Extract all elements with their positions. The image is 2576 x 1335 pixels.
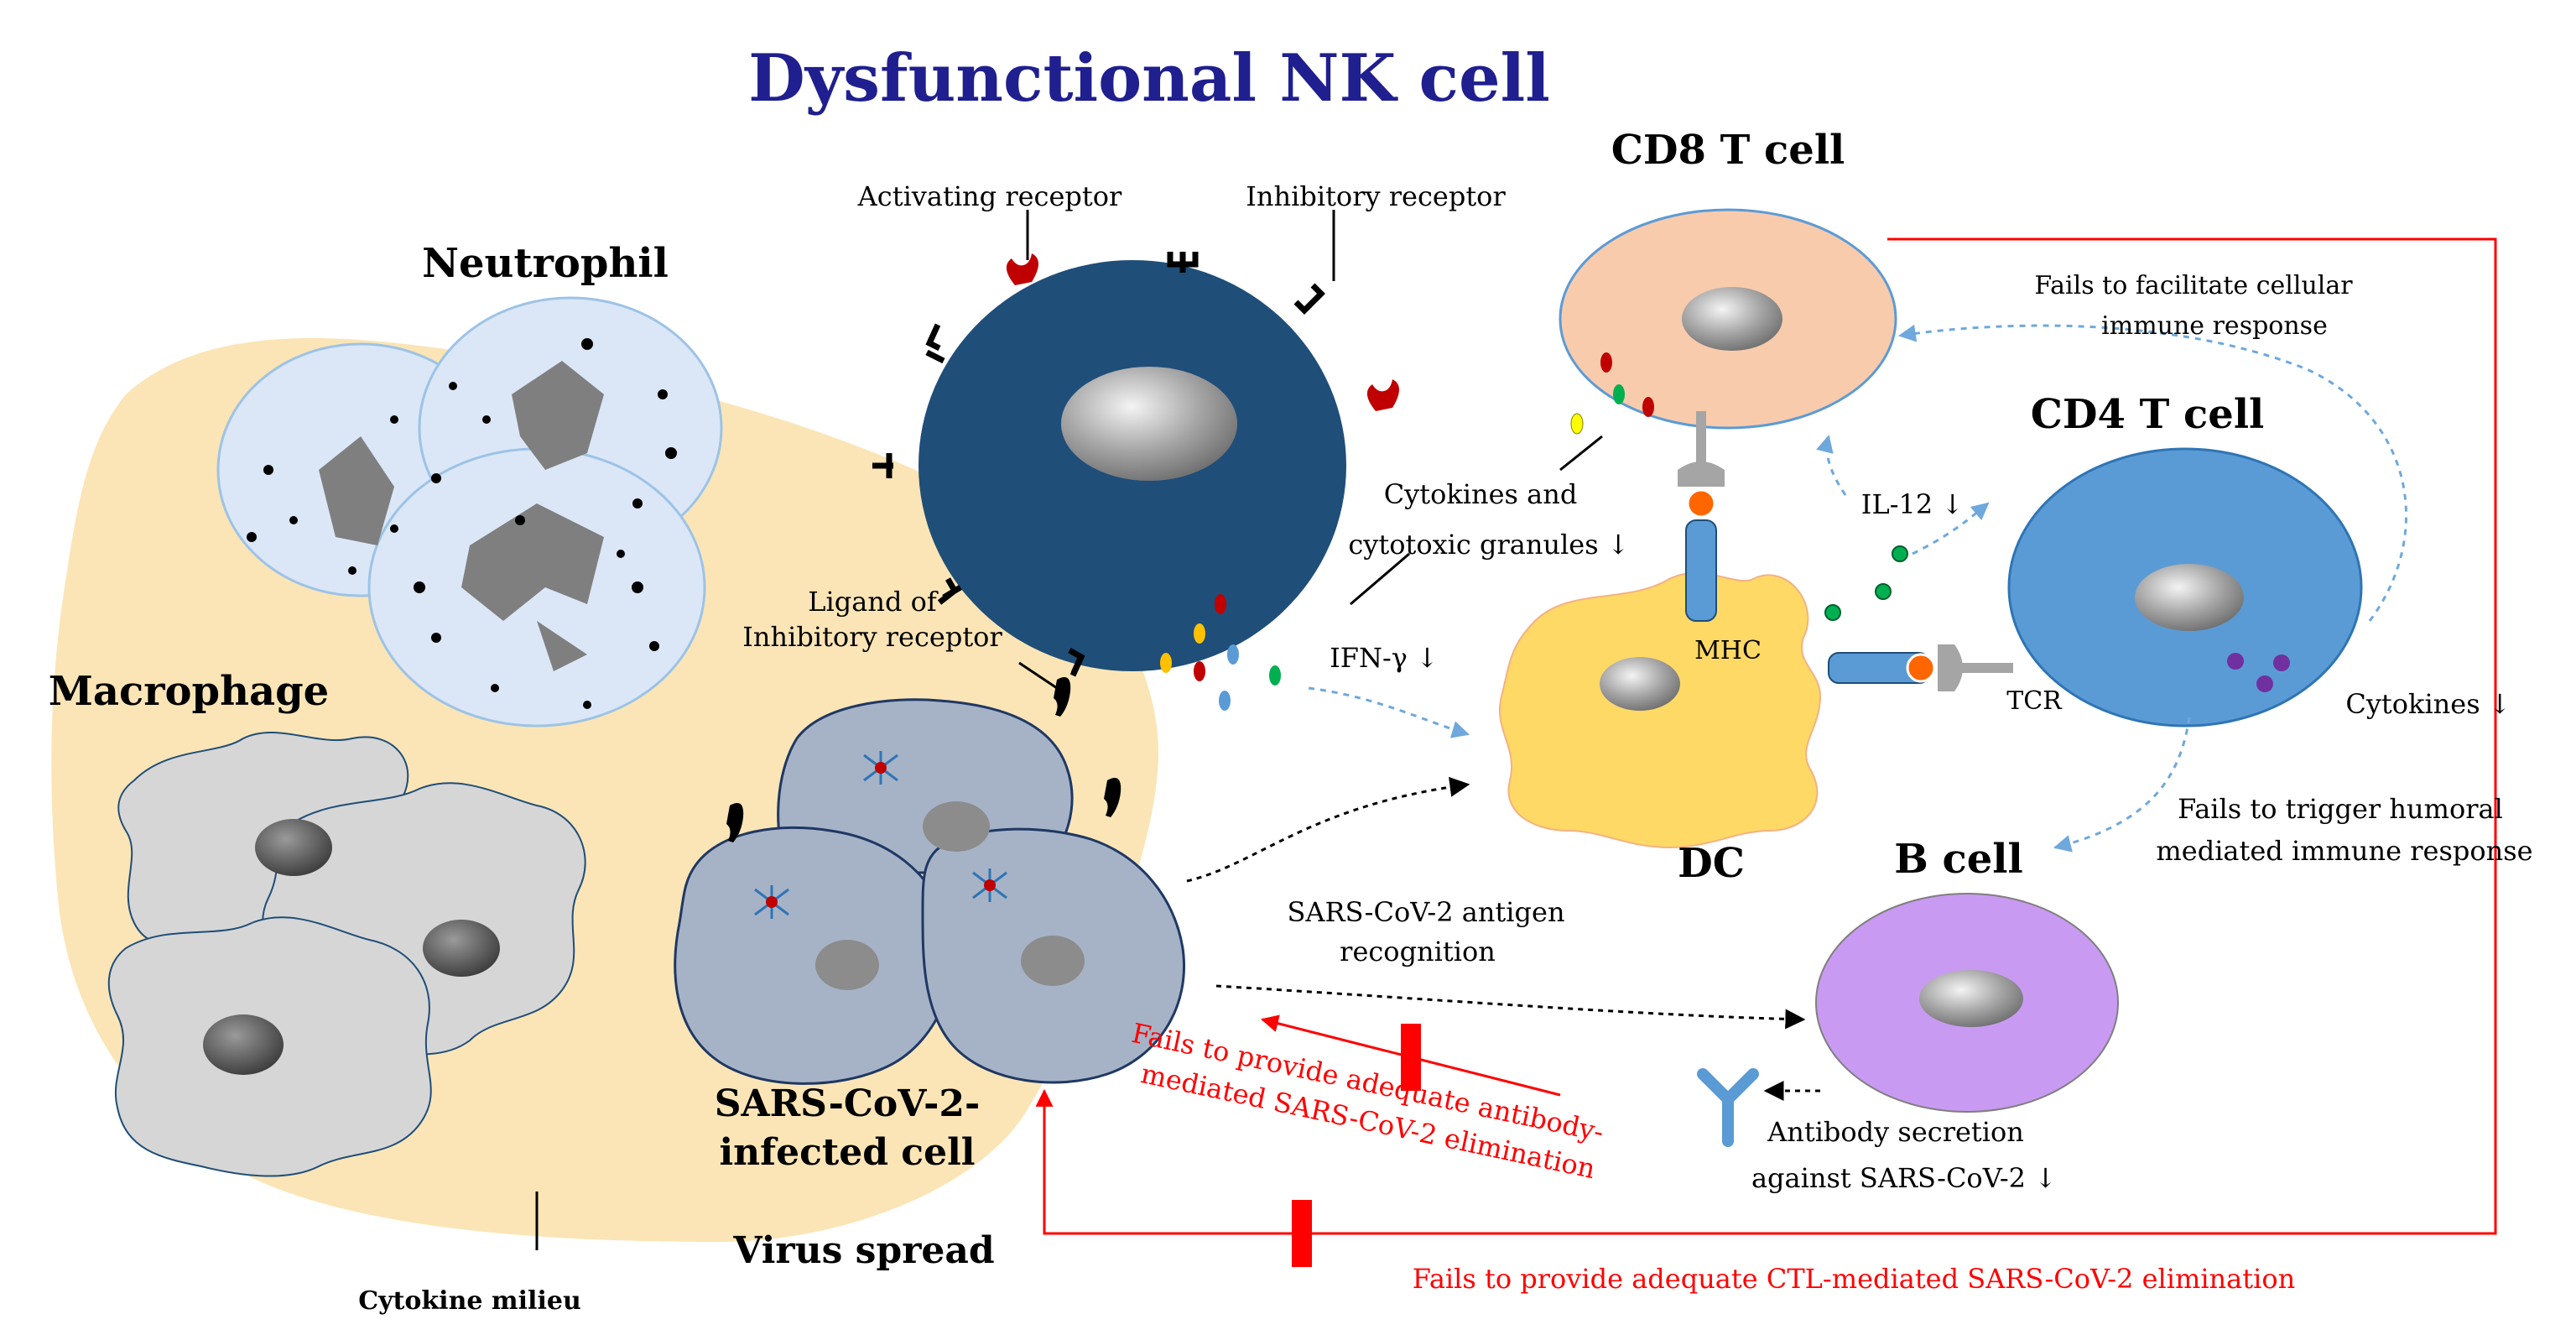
cytokines-granules-label-2: cytotoxic granules ↓: [1348, 529, 1629, 561]
bcell-label: B cell: [1894, 836, 2023, 883]
cd8-t-cell: [1559, 208, 1897, 435]
dendritic-cell: [1499, 411, 2013, 849]
infected-cell-label-2: infected cell: [719, 1131, 975, 1174]
antibody-secretion-label-2: against SARS-CoV-2 ↓: [1751, 1162, 2057, 1194]
infected-to-dc-arrow: [1186, 776, 1470, 883]
infected-cell-group: [674, 677, 1185, 1085]
infected-cell-label-1: SARS-CoV-2-: [715, 1082, 981, 1125]
ifn-gamma-arrow: [1308, 686, 1470, 738]
macrophage-group: [107, 732, 586, 1177]
il12-label: IL-12 ↓: [1861, 488, 1964, 520]
antigen-recognition-label-2: recognition: [1340, 936, 1496, 967]
cellular-response-label-2: immune response: [2101, 311, 2328, 341]
ifn-gamma-label: IFN-γ ↓: [1330, 642, 1439, 674]
antibody-secretion-label-1: Antibody secretion: [1767, 1116, 2024, 1148]
tcr-label: TCR: [2006, 686, 2063, 716]
ctl-feedback-line: [1035, 237, 2497, 1235]
cd4-t-cell: [2007, 447, 2363, 727]
ctl-block-bar: [1292, 1200, 1312, 1267]
nk-cell: [872, 252, 1399, 677]
il12-granules: [1824, 545, 1908, 621]
diagram-title: Dysfunctional NK cell: [748, 40, 1550, 117]
inhibitory-receptor-label: Inhibitory receptor: [1246, 180, 1506, 212]
cd8-label: CD8 T cell: [1611, 127, 1845, 174]
cd4-label: CD4 T cell: [2031, 391, 2265, 438]
cytokines-granules-label-1: Cytokines and: [1384, 478, 1578, 510]
antigen-recognition-label-1: SARS-CoV-2 antigen: [1287, 896, 1564, 928]
neutrophil-label: Neutrophil: [422, 240, 669, 287]
antibody-block-bar: [1401, 1024, 1421, 1091]
ctl-fail-label: Fails to provide adequate CTL-mediated S…: [1413, 1263, 2295, 1295]
cd4-to-cd8-arrow: [1897, 324, 2408, 622]
cellular-response-label-1: Fails to facilitate cellular: [2034, 271, 2353, 300]
humoral-response-label-2: mediated immune response: [2156, 835, 2532, 867]
cytotoxic-granules: [1160, 594, 1281, 711]
il12-arrow-cd8: [1816, 434, 1847, 496]
cd4-to-bcell-arrow: [2053, 717, 2191, 853]
humoral-response-label-1: Fails to trigger humoral: [2178, 793, 2503, 825]
macrophage-label: Macrophage: [49, 668, 329, 715]
activating-receptor-label: Activating receptor: [857, 180, 1122, 212]
cytokines-label: Cytokines ↓: [2345, 688, 2511, 720]
cytokine-milieu-label: Cytokine milieu: [358, 1286, 581, 1316]
antibody: [1697, 1068, 1759, 1147]
antibody-fail-text: Fails to provide adequate antibody- medi…: [1129, 1017, 1606, 1185]
b-cell: [1815, 893, 2119, 1113]
dc-label: DC: [1678, 840, 1745, 887]
mhc-label: MHC: [1694, 636, 1762, 665]
neutrophil-group: [216, 296, 723, 727]
il12-arrow-cd4: [1912, 502, 1990, 555]
ligand-label-2: Inhibitory receptor: [742, 621, 1002, 653]
ligand-label-1: Ligand of: [808, 586, 939, 618]
virus-spread-label: Virus spread: [732, 1229, 994, 1272]
leader-lines: [535, 210, 1603, 1250]
infected-to-bcell-arrow: [1215, 984, 1806, 1030]
